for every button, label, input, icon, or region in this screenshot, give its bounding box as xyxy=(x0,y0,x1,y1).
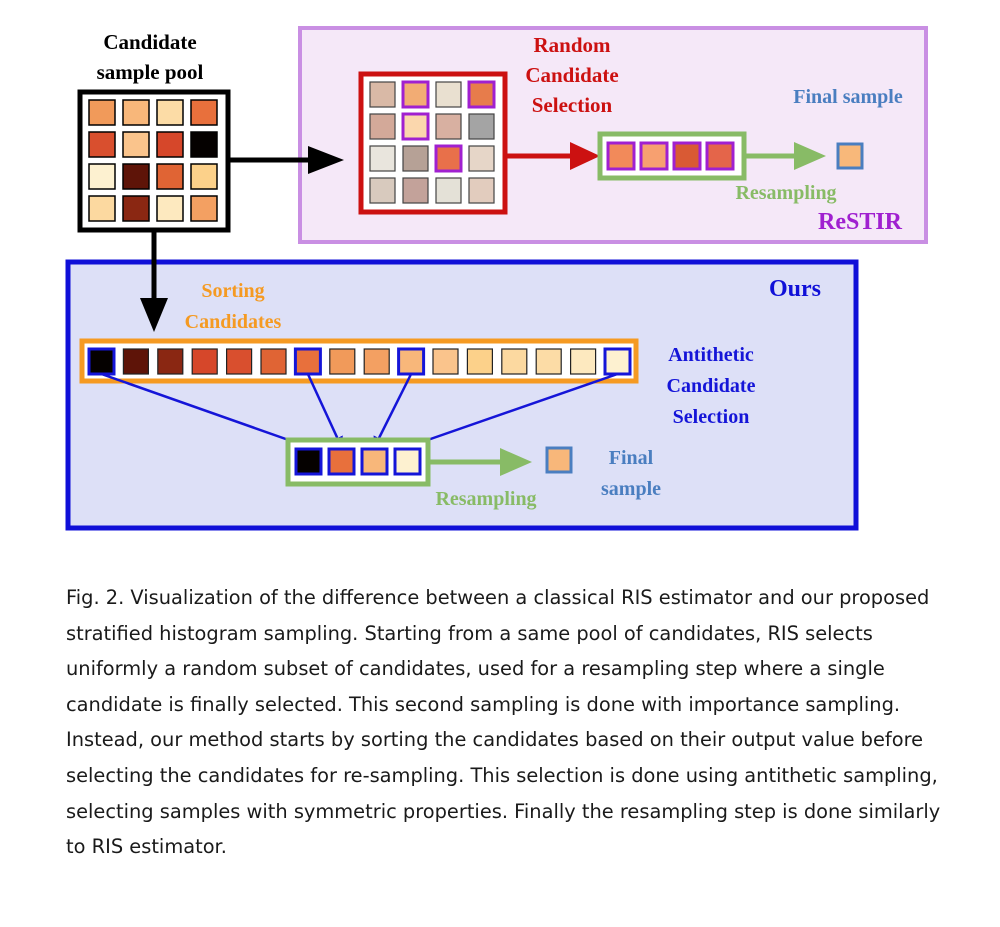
antithetic-label-line2: Candidate xyxy=(667,375,756,397)
arrow-ours-to-final-head xyxy=(500,448,532,476)
ours-resample-cell xyxy=(294,447,323,476)
sorted-cell-selected xyxy=(603,347,632,376)
final-label-line1: Final xyxy=(609,447,654,469)
pool-cell xyxy=(156,131,184,158)
random-cell xyxy=(468,177,495,204)
sorted-cell xyxy=(535,348,562,375)
pool-cell xyxy=(190,131,218,158)
pool-label-line2: sample pool xyxy=(97,60,204,84)
sorted-candidates xyxy=(87,347,632,376)
sorted-cell xyxy=(191,348,218,375)
restir-resample-candidates xyxy=(606,141,735,171)
restir-label: ReSTIR xyxy=(818,209,903,235)
pool-cell xyxy=(122,163,150,190)
pool-cell xyxy=(190,99,218,126)
random-cell xyxy=(369,145,396,172)
arrow-restir-to-final-head xyxy=(794,142,826,170)
ours-resample-cell xyxy=(360,447,389,476)
final-sample-top xyxy=(836,142,864,170)
random-cell xyxy=(468,113,495,140)
sorted-cell xyxy=(501,348,528,375)
pool-cell xyxy=(122,195,150,222)
pool-cell xyxy=(88,163,116,190)
random-cell-selected xyxy=(467,80,496,109)
antithetic-arrow xyxy=(373,373,413,449)
random-cell xyxy=(435,113,462,140)
diagram: Candidate sample pool Random Candidate S… xyxy=(65,26,928,531)
pool-cell xyxy=(190,195,218,222)
antithetic-arrow xyxy=(101,372,311,450)
sorted-cell-selected xyxy=(397,347,426,376)
random-label-line1: Random xyxy=(533,33,611,57)
sorted-cell-selected xyxy=(87,347,116,376)
random-cell xyxy=(369,113,396,140)
random-cell-selected xyxy=(434,144,463,173)
random-cell xyxy=(435,177,462,204)
sorted-cell xyxy=(569,348,597,375)
ours-panel xyxy=(65,259,859,531)
sorted-cell xyxy=(466,348,493,375)
pool-label-line1: Candidate xyxy=(103,30,196,54)
random-cell xyxy=(369,177,396,204)
sorted-cell xyxy=(122,348,150,375)
antithetic-label-line1: Antithetic xyxy=(668,344,754,366)
resampling-bottom-label: Resampling xyxy=(435,488,536,510)
sorting-label-line2: Candidates xyxy=(185,311,282,333)
pool-cell xyxy=(190,163,218,190)
random-cell-selected xyxy=(401,80,430,109)
random-cell xyxy=(468,145,495,172)
sorted-cell xyxy=(226,348,253,375)
figure-caption: Fig. 2. Visualization of the difference … xyxy=(66,586,941,859)
final-sample-top-label: Final sample xyxy=(793,86,903,108)
pool-cell xyxy=(156,99,184,126)
ours-label: Ours xyxy=(769,276,821,302)
pool-cell xyxy=(156,163,184,190)
pool-cell xyxy=(156,195,184,222)
random-cell xyxy=(435,81,462,108)
sorted-cell xyxy=(329,348,356,375)
random-cell xyxy=(369,81,396,108)
antithetic-arrow xyxy=(306,373,343,449)
pool-grid xyxy=(88,99,218,222)
pool-cell xyxy=(88,195,116,222)
random-label-line2: Candidate xyxy=(525,63,618,87)
restir-resample-cell xyxy=(705,141,735,171)
pool-cell xyxy=(122,131,150,158)
restir-resample-cell xyxy=(639,141,669,171)
pool-cell xyxy=(88,99,116,126)
sorted-cell xyxy=(157,348,184,375)
sorted-cell xyxy=(260,348,287,375)
sorted-cell xyxy=(363,348,390,375)
resampling-top-label: Resampling xyxy=(735,182,836,204)
antithetic-arrow xyxy=(405,372,618,450)
arrow-to-restir-head xyxy=(308,146,344,174)
arrow-to-ours-head xyxy=(140,298,168,332)
random-cell xyxy=(402,145,429,172)
ours-resample-candidates xyxy=(294,447,422,476)
sorted-cell-selected xyxy=(293,347,322,376)
arrow-random-to-resample-head xyxy=(570,142,600,170)
random-grid xyxy=(369,80,496,204)
final-label-line2: sample xyxy=(601,478,661,500)
random-label-line3: Selection xyxy=(532,93,613,117)
restir-resample-cell xyxy=(672,141,702,171)
restir-resample-cell xyxy=(606,141,636,171)
pool-cell xyxy=(88,131,116,158)
ours-resample-cell xyxy=(327,447,356,476)
sorting-label-line1: Sorting xyxy=(201,280,264,302)
ours-resample-cell xyxy=(393,447,422,476)
antithetic-arrows xyxy=(101,372,618,450)
antithetic-label-line3: Selection xyxy=(673,406,750,428)
pool-cell xyxy=(122,99,150,126)
random-cell-selected xyxy=(401,112,430,141)
sorted-cell xyxy=(432,348,459,375)
final-sample-bottom xyxy=(545,446,573,474)
random-cell xyxy=(402,177,429,204)
